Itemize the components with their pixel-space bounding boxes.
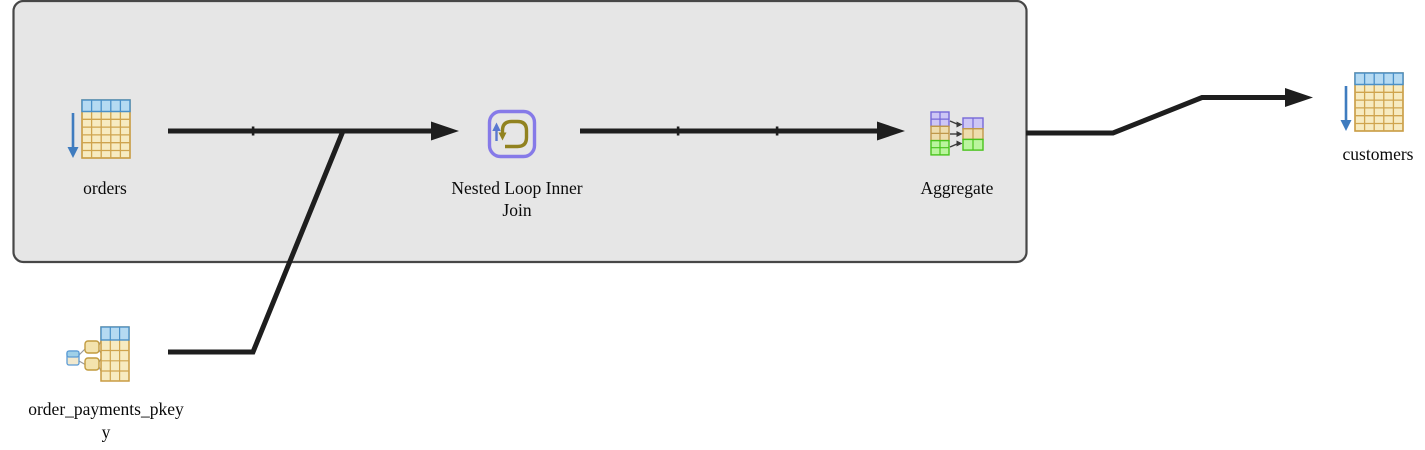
aggregate-left-column [930,111,950,156]
node-label-order-payments-pkey-line2: y [102,422,111,442]
node-label-nested-loop-line2: Join [502,200,531,220]
node-index-scan-icon[interactable] [66,326,130,382]
edge-orders-to-nestedloop [168,121,459,141]
node-customers-seqscan-icon[interactable] [1339,71,1405,133]
edge-indexscan-to-nestedloop [168,130,346,355]
node-aggregate-icon[interactable] [930,111,984,156]
node-label-nested-loop-line1: Nested Loop Inner [451,178,582,198]
node-label-customers: customers [1343,144,1414,164]
edge-waypoint-tick [676,126,680,136]
aggregate-arrowhead [956,121,963,128]
aggregate-arrowhead [956,131,963,137]
arrowhead [431,121,459,141]
arrowhead [877,121,905,141]
edge-waypoint-tick [251,126,255,136]
edge-aggregate-to-customers [1026,88,1313,136]
edge-nestedloop-to-aggregate [580,121,905,141]
loop-arrowhead [498,132,507,141]
arrowhead [1285,88,1313,107]
aggregate-arrows [949,120,958,148]
loop-arrow-glyph [500,119,529,149]
index-root-node [66,350,80,366]
index-branch-node [84,357,100,371]
edge-waypoint-tick [775,126,779,136]
index-table [100,326,130,382]
node-nested-loop-icon[interactable] [487,109,537,159]
node-label-orders: orders [83,178,127,198]
loop-up-arrowhead [492,122,501,131]
node-label-aggregate: Aggregate [921,178,994,198]
aggregate-right-column [962,117,984,151]
aggregate-arrowhead [956,140,963,147]
node-label-order-payments-pkey-line1: order_payments_pkey [28,399,184,419]
index-branch-node [84,340,100,354]
